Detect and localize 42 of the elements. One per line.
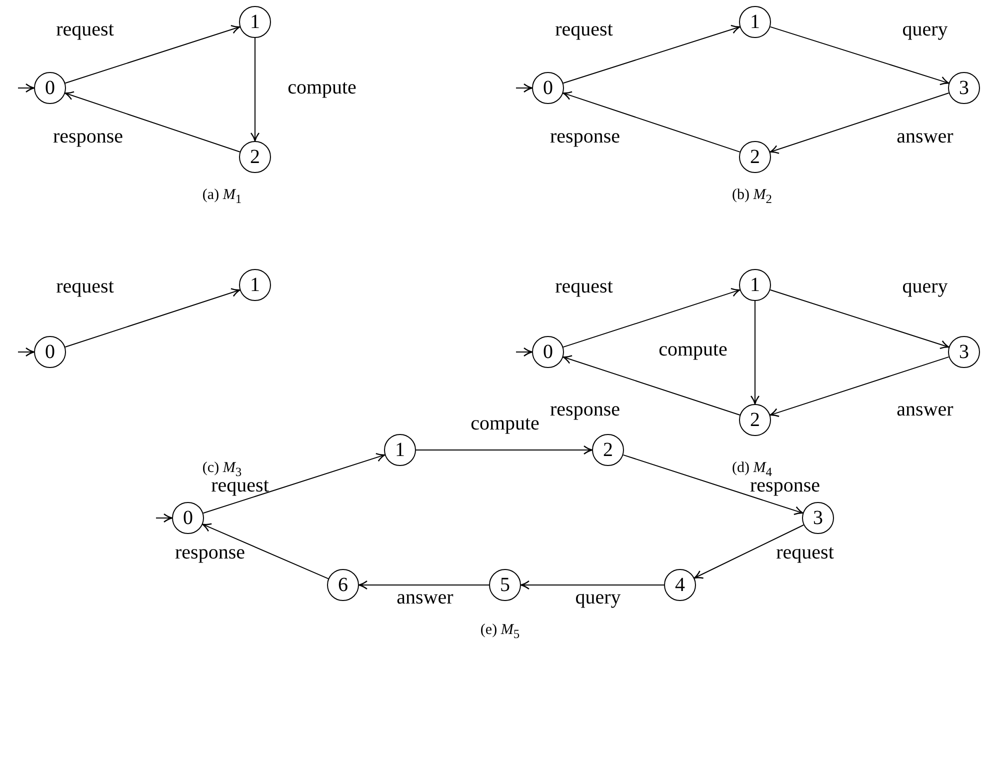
caption: (e) M$_{5}$ <box>480 622 520 642</box>
state-circle: 1 <box>739 269 771 301</box>
edge-label: request <box>56 276 114 298</box>
state-circle: 5 <box>489 569 521 601</box>
edge-label: query <box>902 276 948 298</box>
edge-label: response <box>550 398 620 422</box>
state-circle: 0 <box>34 72 66 104</box>
edge-label: request <box>56 18 114 42</box>
caption: (c) M$_{3}$ <box>202 460 242 480</box>
state-circle: 2 <box>739 404 771 436</box>
edge-label: request <box>555 18 613 42</box>
state-circle: 2 <box>739 141 771 173</box>
edge-label: answer <box>896 398 954 422</box>
edge-label: response <box>550 126 620 148</box>
edge-label: compute <box>470 412 540 436</box>
caption: (a) M$_{1}$ <box>202 187 242 207</box>
state-circle: 3 <box>802 502 834 534</box>
edge-label: query <box>902 18 948 42</box>
state-circle: 3 <box>948 72 980 104</box>
state-circle: 0 <box>532 72 564 104</box>
edge-label: answer <box>396 586 454 610</box>
state-circle: 1 <box>239 6 271 38</box>
edge-label: response <box>53 126 123 148</box>
state-circle: 1 <box>384 434 416 466</box>
state-circle: 0 <box>34 336 66 368</box>
state-circle: 2 <box>592 434 624 466</box>
state-circle: 1 <box>739 6 771 38</box>
state-circle: 6 <box>327 569 359 601</box>
edge-label: compute <box>658 338 728 362</box>
edge-label: answer <box>896 126 954 148</box>
state-circle: 0 <box>172 502 204 534</box>
caption: (b) M$_{2}$ <box>732 187 772 207</box>
state-circle: 3 <box>948 336 980 368</box>
edge-label: request <box>776 542 834 564</box>
edge-label: compute <box>288 76 356 100</box>
state-circle: 4 <box>664 569 696 601</box>
edge-label: request <box>555 276 613 298</box>
edge-label: response <box>175 542 245 564</box>
state-circle: 0 <box>532 336 564 368</box>
edge-label: query <box>575 586 621 610</box>
state-circle: 1 <box>239 269 271 301</box>
state-circle: 2 <box>239 141 271 173</box>
